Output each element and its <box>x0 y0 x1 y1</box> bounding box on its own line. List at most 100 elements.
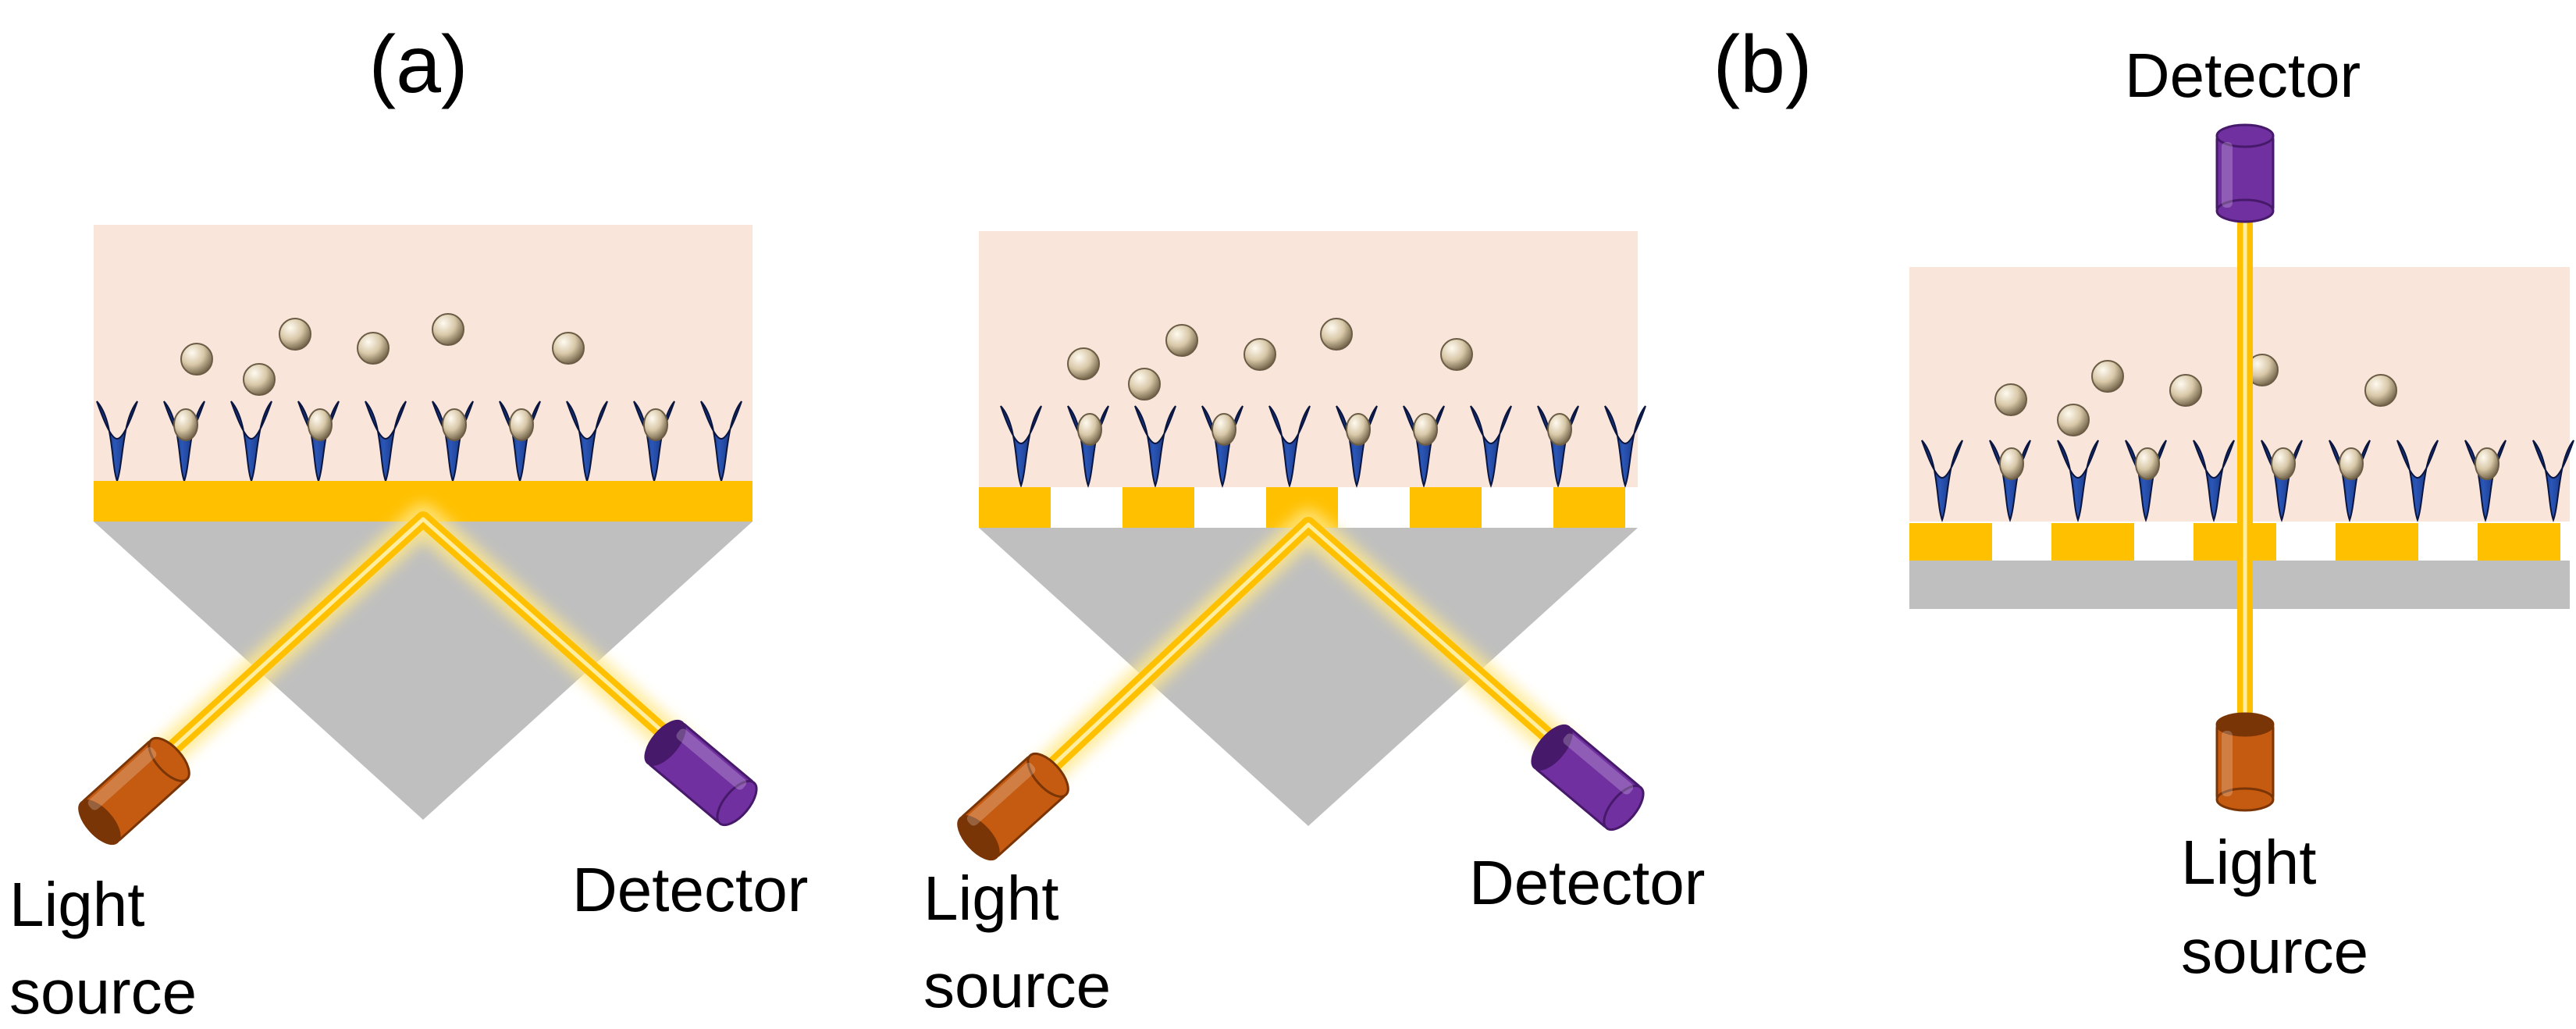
light-beam <box>1023 509 1586 795</box>
receptor <box>163 401 205 483</box>
analyte-particle <box>279 318 311 351</box>
detector-device <box>1531 724 1645 831</box>
analyte-particle <box>180 343 213 376</box>
receptor <box>2193 440 2235 522</box>
receptor <box>2057 440 2099 522</box>
receptor <box>1989 440 2031 522</box>
detector-label: Detector <box>1469 848 1705 917</box>
gold-nanostructure <box>1909 523 1992 561</box>
bound-analyte <box>308 408 333 441</box>
receptor <box>1470 405 1512 488</box>
receptor <box>633 401 675 483</box>
receptor <box>1268 405 1311 488</box>
light-source-device <box>78 736 190 846</box>
gold-nanostructure <box>1410 487 1482 528</box>
analyte-particle <box>432 313 464 346</box>
analyte-particle <box>1165 324 1198 357</box>
receptor <box>297 401 340 483</box>
detector-device <box>644 719 758 827</box>
analyte-particle <box>1067 347 1100 380</box>
receptor <box>1067 405 1109 488</box>
gold-nanostructure <box>1123 487 1194 528</box>
analyte-particle <box>2364 374 2397 407</box>
light-source-label-line1: Light <box>923 863 1059 933</box>
receptor <box>1403 405 1445 488</box>
receptor <box>2329 440 2371 522</box>
receptor <box>2396 440 2439 522</box>
bound-analyte <box>2339 447 2364 480</box>
bound-analyte <box>1077 413 1102 446</box>
analyte-particle <box>1320 318 1353 351</box>
receptor <box>1537 405 1579 488</box>
analyte-particle <box>2091 360 2124 393</box>
receptor-layer <box>1921 440 2574 522</box>
analyte-particles <box>1067 318 1473 401</box>
detector-label: Detector <box>572 855 808 924</box>
panel-label-a: (a) <box>368 20 468 110</box>
receptor <box>2464 440 2507 522</box>
receptor <box>2261 440 2303 522</box>
light-source-label-line2: source <box>9 957 197 1027</box>
bound-analyte <box>1413 413 1438 446</box>
panel-b-transmission-setup <box>1909 123 2574 812</box>
bound-analyte <box>442 408 467 441</box>
receptor <box>1134 405 1176 488</box>
panel-a-nanostructure-setup <box>957 231 1646 861</box>
panel-label-b: (b) <box>1713 20 1812 110</box>
analyte-particle <box>1994 383 2027 416</box>
light-source-label-line1: Light <box>9 870 144 939</box>
receptor <box>432 401 474 483</box>
receptor <box>1921 440 1963 522</box>
gold-nanostructure <box>2336 523 2418 561</box>
analyte-particle <box>1128 368 1161 401</box>
gold-nanostructure <box>1553 487 1625 528</box>
prism <box>979 528 1638 826</box>
receptor <box>499 401 541 483</box>
bound-analyte <box>2271 447 2296 480</box>
bound-analyte <box>1999 447 2024 480</box>
panel-a-continuous-film-setup <box>78 225 758 846</box>
analyte-particle <box>1244 338 1276 371</box>
bound-analyte <box>1212 413 1236 446</box>
receptor <box>1201 405 1244 488</box>
light-beam <box>144 504 701 775</box>
analyte-particles <box>180 313 585 396</box>
analyte-particle <box>2169 374 2202 407</box>
bound-analyte <box>173 408 198 441</box>
receptor <box>1604 405 1646 488</box>
detector-device <box>2215 123 2275 223</box>
gold-nanostructure-array <box>979 487 1625 528</box>
receptor <box>365 401 407 483</box>
receptor <box>2125 440 2167 522</box>
gold-nanostructure-array <box>1909 523 2560 561</box>
analyte-particle <box>357 332 390 365</box>
receptor <box>1000 405 1042 488</box>
receptor <box>1336 405 1378 488</box>
light-source-label-line2: source <box>923 951 1111 1020</box>
receptor-layer <box>96 401 742 483</box>
bound-analyte <box>1346 413 1371 446</box>
bound-analyte <box>509 408 534 441</box>
bound-analyte <box>2135 447 2160 480</box>
receptor <box>2532 440 2574 522</box>
receptor <box>230 401 272 483</box>
analyte-particles <box>1994 354 2397 436</box>
bound-analyte <box>2475 447 2500 480</box>
light-source-device <box>2215 712 2275 812</box>
receptor-layer <box>1000 405 1646 488</box>
receptor <box>566 401 608 483</box>
detector-label: Detector <box>2125 41 2361 110</box>
receptor <box>96 401 138 483</box>
prism <box>94 522 753 820</box>
gold-nanostructure <box>2051 523 2134 561</box>
analyte-particle <box>243 363 276 396</box>
bound-analyte <box>643 408 668 441</box>
light-source-label-line1: Light <box>2181 828 2316 897</box>
analyte-particle <box>1440 338 1473 371</box>
receptor <box>700 401 742 483</box>
analyte-particle <box>552 332 585 365</box>
light-source-device <box>957 752 1069 861</box>
gold-nanostructure <box>979 487 1051 528</box>
light-source-label-line2: source <box>2181 917 2368 986</box>
